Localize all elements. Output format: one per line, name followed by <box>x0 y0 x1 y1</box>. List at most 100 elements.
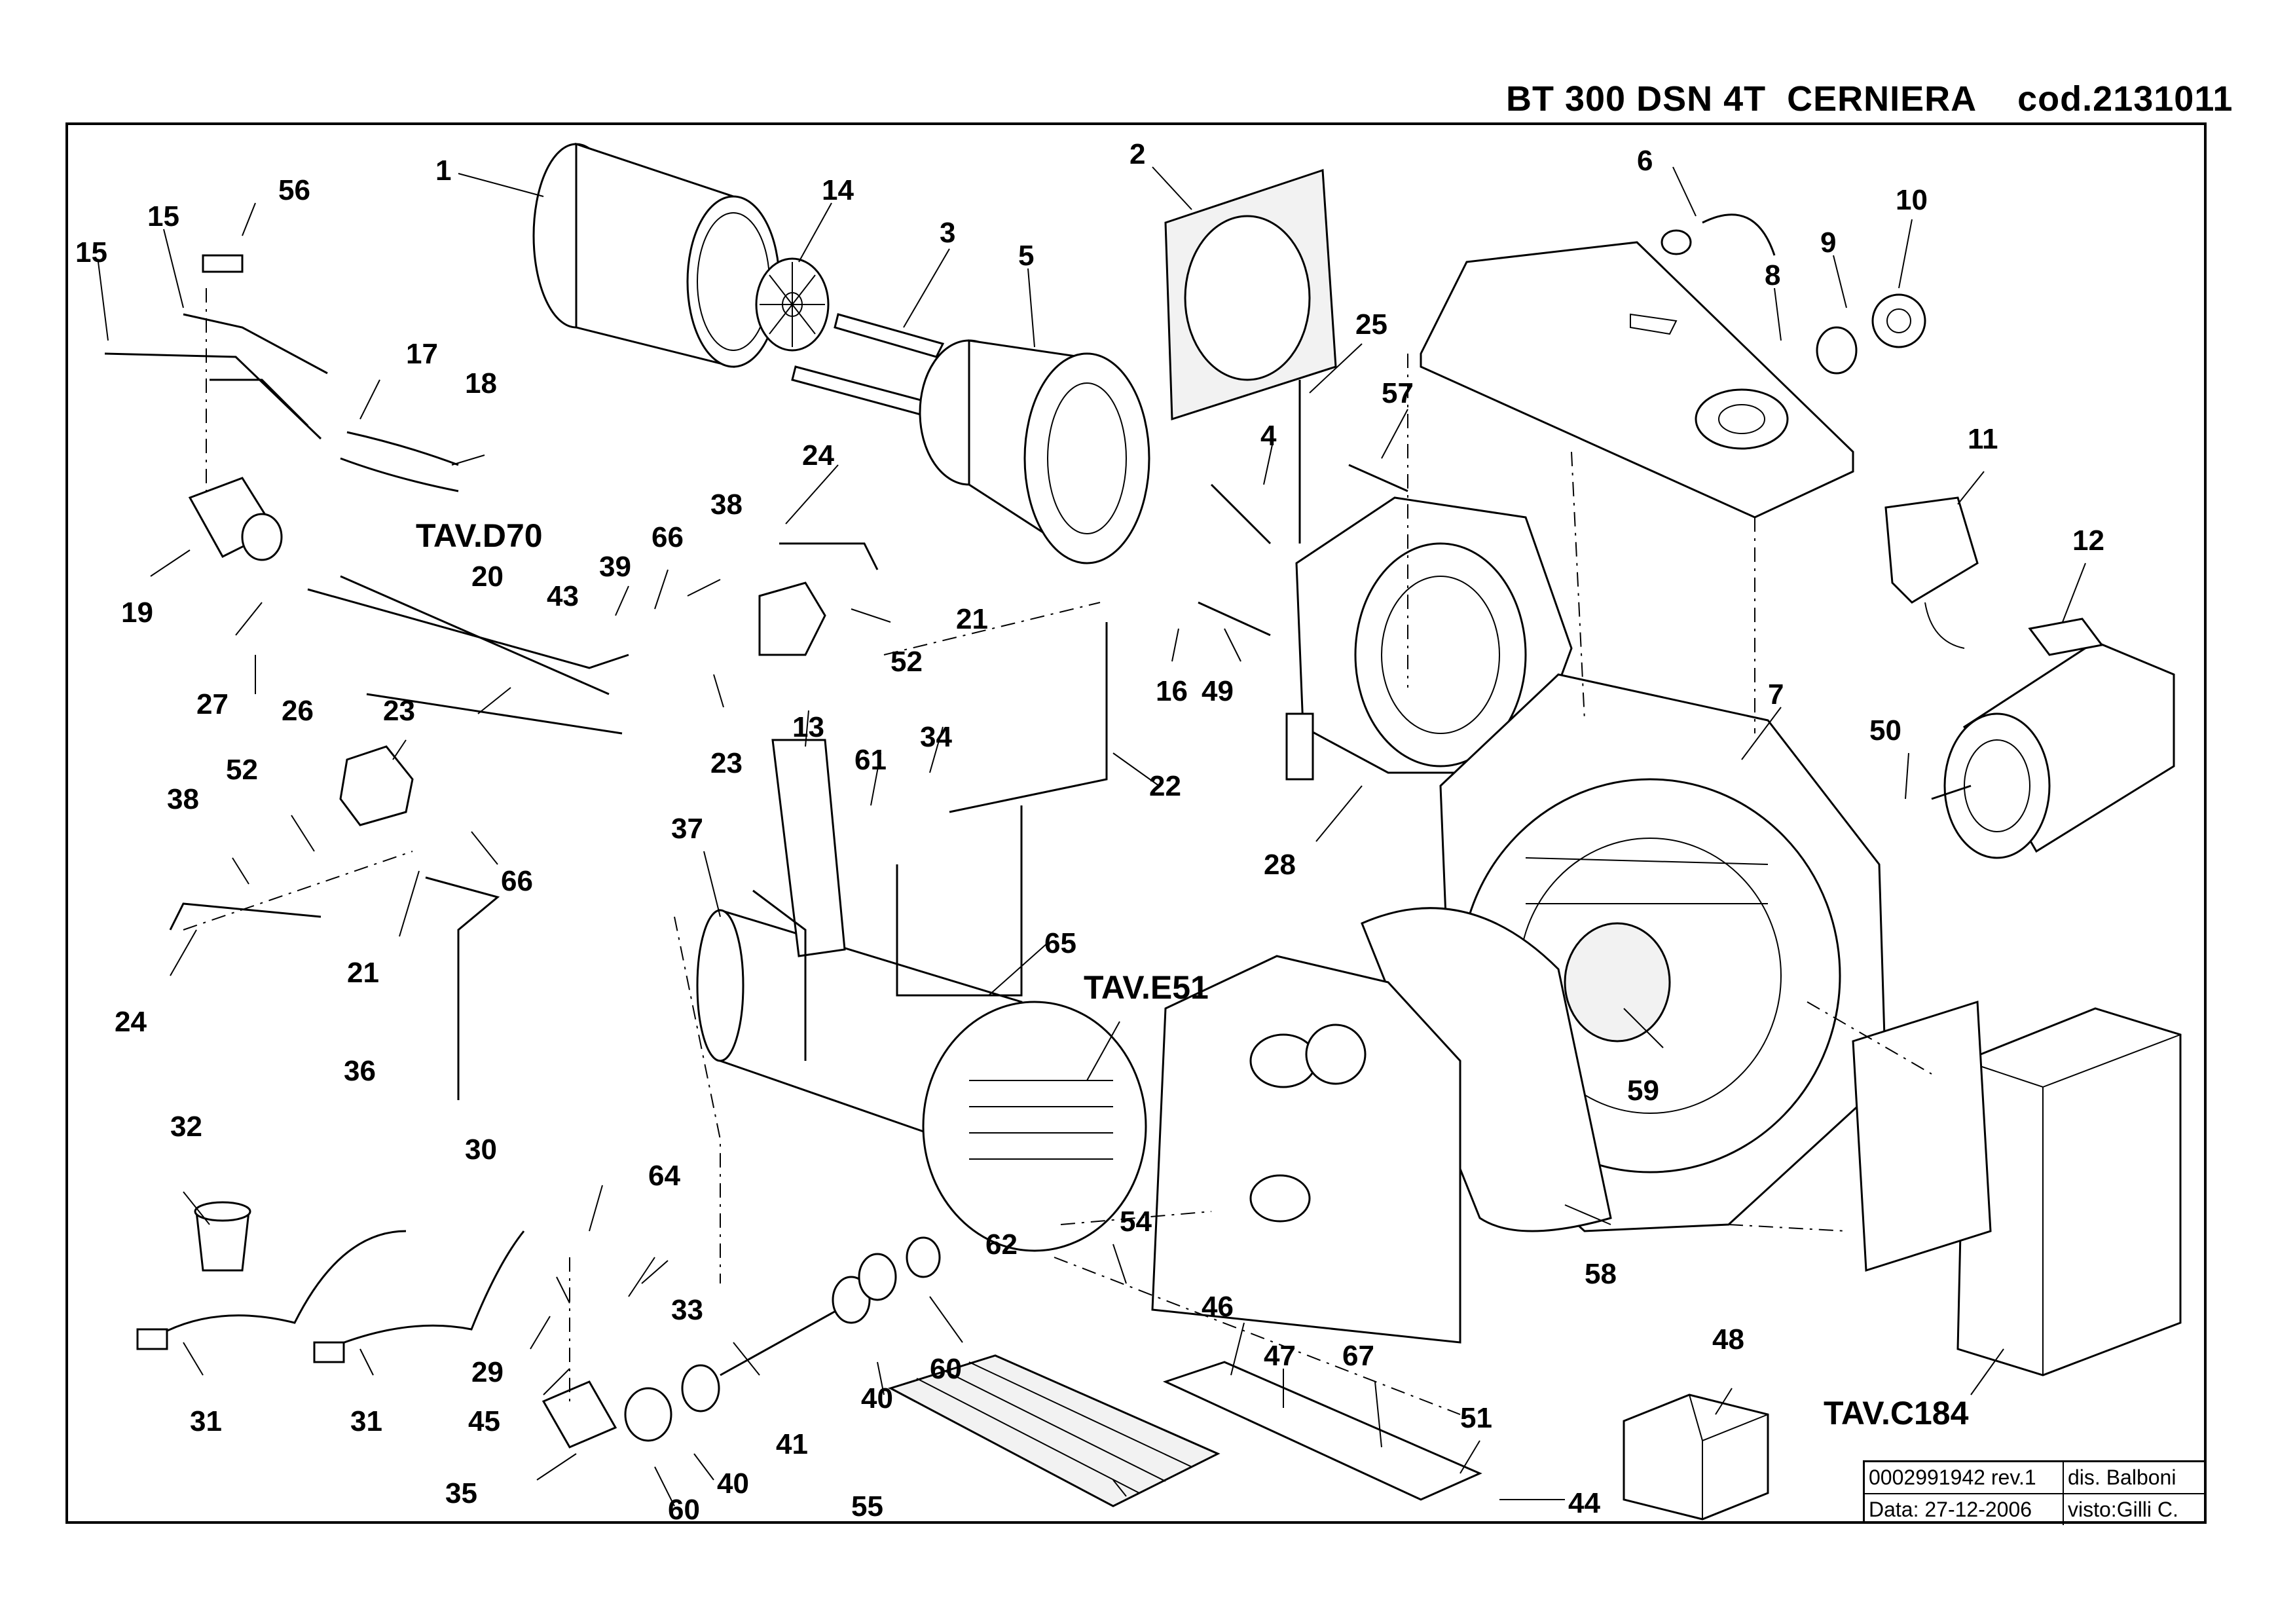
assembly-center-lines <box>183 288 1932 1415</box>
part-control-box <box>1623 1393 1769 1521</box>
callout-34: 34 <box>920 721 952 753</box>
callout-47: 47 <box>1264 1340 1296 1372</box>
callout-36: 36 <box>344 1055 376 1087</box>
part-bracket <box>771 739 1023 997</box>
callout-39: 39 <box>599 551 631 583</box>
part-sensor-items <box>1661 213 1926 375</box>
callout-10: 10 <box>1896 184 1928 216</box>
callout-67: 67 <box>1342 1340 1374 1372</box>
callout-40a: 40 <box>861 1382 893 1414</box>
title-block: 0002991942 rev.1 dis. Balboni Data: 27-1… <box>1863 1460 2207 1525</box>
callout-15a: 15 <box>147 200 179 232</box>
callout-23a: 23 <box>383 695 415 727</box>
part-diffuser-disc <box>755 257 830 352</box>
part-filter-cup <box>194 1201 251 1272</box>
callout-22: 22 <box>1149 770 1181 802</box>
callout-64: 64 <box>648 1160 680 1192</box>
reference-tav-c184: TAV.C184 <box>1824 1395 1969 1431</box>
callout-15b: 15 <box>75 236 107 268</box>
callout-38a: 38 <box>710 489 743 521</box>
callout-35: 35 <box>445 1477 477 1509</box>
callout-43: 43 <box>547 580 579 612</box>
part-electrical-panel <box>1852 1000 2182 1376</box>
callout-9: 9 <box>1820 227 1836 259</box>
callout-24a: 24 <box>802 439 834 471</box>
callout-13: 13 <box>792 711 824 743</box>
callout-58: 58 <box>1585 1258 1617 1290</box>
callout-54: 54 <box>1120 1206 1152 1238</box>
callout-45: 45 <box>468 1405 500 1437</box>
part-cover <box>1420 241 1854 519</box>
callout-2: 2 <box>1129 138 1145 170</box>
callout-49: 49 <box>1202 675 1234 707</box>
part-motor <box>1931 618 2175 859</box>
callout-28: 28 <box>1264 849 1296 881</box>
part-head-sleeve <box>919 339 1150 564</box>
callout-6: 6 <box>1637 145 1653 177</box>
callout-66a: 66 <box>652 521 684 553</box>
part-solenoid-valve <box>339 581 826 826</box>
part-rods <box>1198 380 1408 637</box>
callout-32: 32 <box>170 1111 202 1143</box>
callout-38b: 38 <box>167 783 199 815</box>
drawing-frame <box>65 122 2207 1524</box>
callout-61: 61 <box>854 744 887 776</box>
callout-57: 57 <box>1382 377 1414 409</box>
callout-55: 55 <box>851 1490 883 1522</box>
callout-7: 7 <box>1768 678 1784 710</box>
callout-59: 59 <box>1627 1075 1659 1107</box>
callout-56: 56 <box>278 174 310 206</box>
callout-11: 11 <box>1968 423 1998 455</box>
part-air-intake <box>1361 907 1612 1232</box>
callout-4: 4 <box>1260 420 1277 452</box>
part-support-bars <box>791 313 945 420</box>
callout-16: 16 <box>1156 675 1188 707</box>
callout-46: 46 <box>1202 1291 1234 1323</box>
reference-tav-d70: TAV.D70 <box>416 517 543 554</box>
callout-31b: 31 <box>350 1405 382 1437</box>
part-flexible-hoses <box>136 1230 525 1363</box>
title-block-row-1: 0002991942 rev.1 dis. Balboni <box>1865 1462 2207 1494</box>
callout-21b: 21 <box>347 957 379 989</box>
callout-50: 50 <box>1869 714 1901 747</box>
reference-tav-e51: TAV.E51 <box>1084 969 1209 1006</box>
callout-18: 18 <box>465 367 497 399</box>
drawing-number: 0002991942 rev.1 <box>1865 1462 2064 1493</box>
callout-leaders <box>98 166 2086 1507</box>
callout-52a: 52 <box>890 646 923 678</box>
callout-31a: 31 <box>190 1405 222 1437</box>
callout-60b: 60 <box>668 1494 700 1526</box>
callout-27: 27 <box>196 688 229 720</box>
callout-5: 5 <box>1018 240 1034 272</box>
callout-37: 37 <box>671 813 703 845</box>
callout-60a: 60 <box>930 1353 962 1385</box>
callout-66b: 66 <box>501 865 533 897</box>
callout-24b: 24 <box>115 1006 147 1038</box>
callout-21a: 21 <box>956 603 988 635</box>
callout-8: 8 <box>1765 259 1780 291</box>
title-block-row-2: Data: 27-12-2006 visto:Gilli C. <box>1865 1494 2207 1525</box>
drawing-date: Data: 27-12-2006 <box>1865 1494 2064 1525</box>
part-gasket <box>1164 168 1337 421</box>
part-blast-tube <box>532 142 780 368</box>
callout-17: 17 <box>406 338 438 370</box>
part-intake-casing <box>1151 955 1461 1344</box>
callout-numbers: 1 2 3 4 5 6 7 8 9 10 11 12 13 14 15 15 1… <box>75 138 2104 1526</box>
part-fuel-pump-line <box>542 1236 941 1449</box>
callout-40b: 40 <box>717 1467 749 1500</box>
callout-20: 20 <box>471 561 504 593</box>
callout-52b: 52 <box>226 754 258 786</box>
part-oil-piping <box>169 542 1108 1100</box>
callout-30: 30 <box>465 1134 497 1166</box>
part-grille <box>888 1354 1482 1507</box>
callout-12: 12 <box>2072 525 2104 557</box>
callout-62: 62 <box>985 1228 1018 1261</box>
callout-65: 65 <box>1044 927 1076 959</box>
callout-26: 26 <box>282 695 314 727</box>
callout-48: 48 <box>1712 1323 1744 1356</box>
callout-41: 41 <box>776 1428 808 1460</box>
callout-19: 19 <box>121 597 153 629</box>
callout-3: 3 <box>940 217 955 249</box>
part-hinge-flange <box>1285 496 1573 781</box>
